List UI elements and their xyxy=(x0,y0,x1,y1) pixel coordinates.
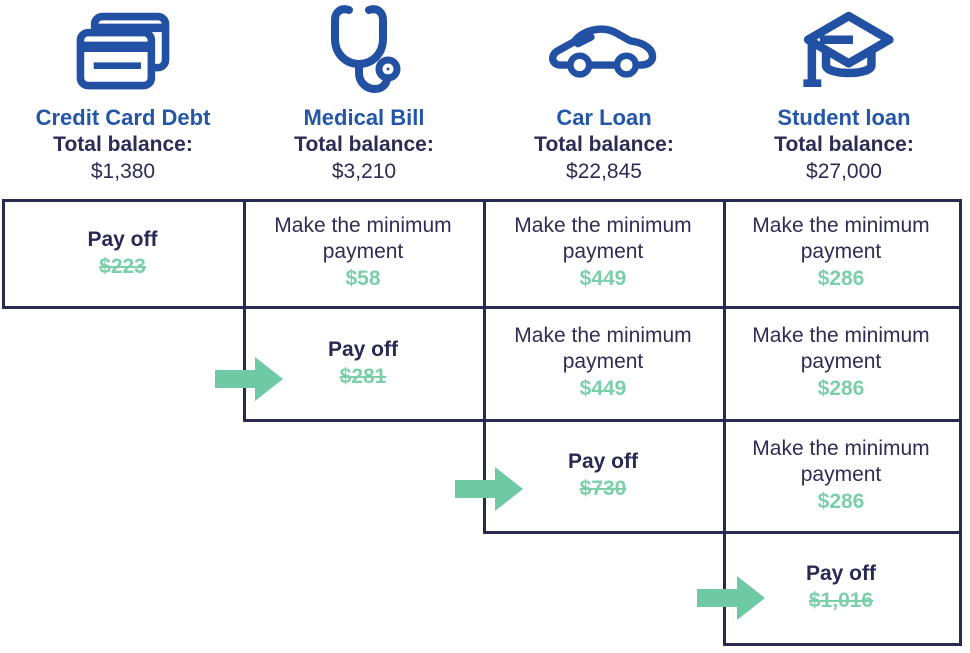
minimum-payment-amount: $286 xyxy=(817,267,865,290)
grid-border-right xyxy=(959,199,962,646)
payoff-label: Pay off xyxy=(87,227,158,251)
balance-amount: $3,210 xyxy=(331,160,397,183)
minimum-payment-label: Make the minimum payment xyxy=(752,214,930,263)
debt-header-student-loan: Student loan Total balance: $27,000 xyxy=(724,0,964,185)
car-icon xyxy=(484,0,724,104)
cell-payoff-medical: Pay off $281 xyxy=(243,306,483,419)
payoff-label: Pay off xyxy=(327,337,398,361)
debt-title: Medical Bill xyxy=(303,105,425,130)
debt-header-medical-bill: Medical Bill Total balance: $3,210 xyxy=(244,0,484,185)
stethoscope-icon xyxy=(244,0,484,104)
minimum-payment-label: Make the minimum payment xyxy=(514,214,692,263)
debt-title: Credit Card Debt xyxy=(35,105,211,130)
minimum-payment-label: Make the minimum payment xyxy=(274,214,452,263)
grid-border-col3 xyxy=(723,199,726,646)
debt-title: Student loan xyxy=(777,105,911,130)
debt-header-credit-card: Credit Card Debt Total balance: $1,380 xyxy=(3,0,243,185)
grid-border-row1-bottom xyxy=(2,306,962,309)
cell-payoff-credit-card: Pay off $223 xyxy=(2,199,243,306)
debt-header-car-loan: Car Loan Total balance: $22,845 xyxy=(484,0,724,185)
balance-amount: $22,845 xyxy=(566,160,642,183)
minimum-payment-label: Make the minimum payment xyxy=(752,324,930,373)
minimum-payment-label: Make the minimum payment xyxy=(514,324,692,373)
debt-title: Car Loan xyxy=(556,105,652,130)
step-arrow-medical xyxy=(215,357,283,401)
payoff-amount: $223 xyxy=(99,254,146,278)
cell-min-car-row2: Make the minimum payment $449 xyxy=(483,306,723,419)
payoff-amount: $281 xyxy=(339,364,387,388)
minimum-payment-amount: $58 xyxy=(345,267,381,290)
cell-min-car-row1: Make the minimum payment $449 xyxy=(483,199,723,306)
grid-border-top xyxy=(2,199,962,202)
credit-card-icon xyxy=(3,0,243,104)
cell-min-student-row2: Make the minimum payment $286 xyxy=(723,306,959,419)
minimum-payment-amount: $286 xyxy=(817,377,865,400)
grid-border-row4-bottom xyxy=(723,643,962,646)
grid-border-left xyxy=(2,199,5,309)
grid-border-row2-bottom xyxy=(243,419,962,422)
balance-label: Total balance: xyxy=(53,133,193,156)
minimum-payment-amount: $286 xyxy=(817,489,865,513)
payoff-amount: $730 xyxy=(579,477,627,500)
minimum-payment-amount: $449 xyxy=(579,377,627,400)
step-arrow-car xyxy=(455,467,523,511)
grid-border-col1 xyxy=(243,199,246,422)
cell-min-student-row3: Make the minimum payment $286 xyxy=(723,419,959,531)
minimum-payment-label: Make the minimum payment xyxy=(752,436,930,486)
balance-label: Total balance: xyxy=(774,133,914,156)
minimum-payment-amount: $449 xyxy=(579,267,627,290)
grid-border-col2 xyxy=(483,199,486,534)
payoff-amount: $1,016 xyxy=(808,589,874,612)
cell-min-medical-row1: Make the minimum payment $58 xyxy=(243,199,483,306)
payoff-label: Pay off xyxy=(567,450,638,473)
cell-payoff-car: Pay off $730 xyxy=(483,419,723,531)
grid-border-row3-bottom xyxy=(483,531,962,534)
balance-label: Total balance: xyxy=(534,133,674,156)
cell-payoff-student: Pay off $1,016 xyxy=(723,531,959,643)
payoff-label: Pay off xyxy=(805,562,876,585)
graduation-cap-icon xyxy=(724,0,964,104)
step-arrow-student xyxy=(697,576,765,620)
balance-amount: $1,380 xyxy=(90,160,156,183)
cell-min-student-row1: Make the minimum payment $286 xyxy=(723,199,959,306)
balance-amount: $27,000 xyxy=(806,160,882,183)
balance-label: Total balance: xyxy=(294,133,434,156)
